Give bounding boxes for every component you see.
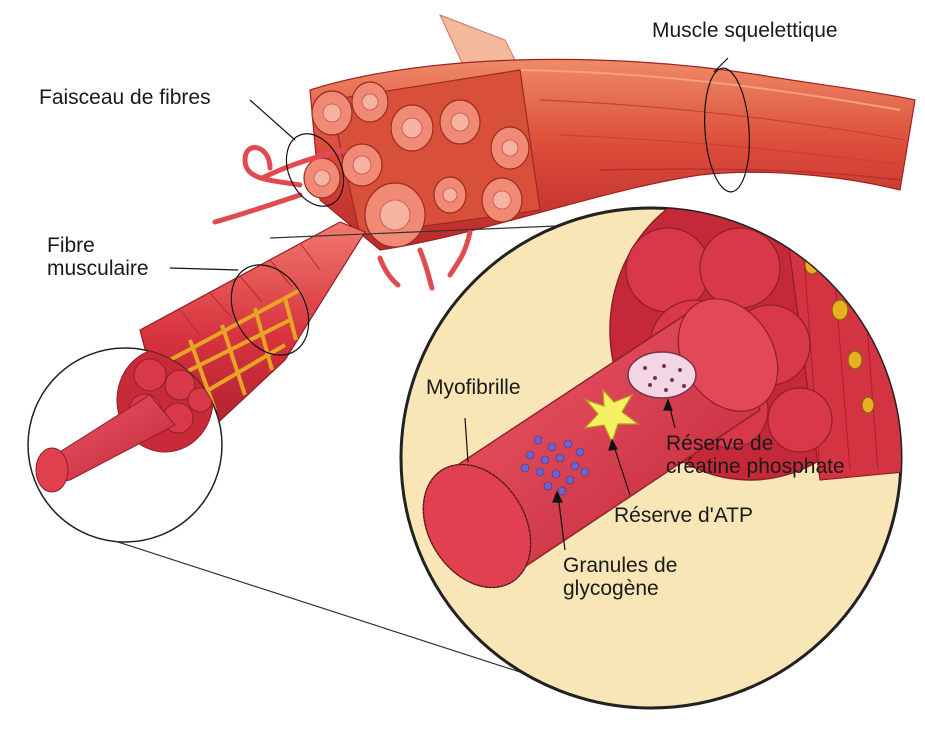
fascicle-bundle — [212, 69, 541, 291]
label-glycogen-granules: Granules de glycogène — [563, 554, 677, 600]
label-glycogen-line2: glycogène — [563, 577, 659, 600]
label-creatine-line1: Réserve de — [666, 432, 774, 455]
zoom-circle — [399, 206, 903, 710]
label-fiber-bundle: Faisceau de fibres — [39, 86, 211, 109]
label-leader-lines — [169, 57, 750, 356]
label-atp-reserve: Réserve d'ATP — [614, 504, 754, 527]
label-creatine-phosphate: Réserve de créatine phosphate — [666, 432, 845, 478]
zoom-connector-lines — [117, 224, 581, 686]
label-muscle-fiber: Fibre musculaire — [47, 234, 149, 280]
label-myofibril: Myofibrille — [426, 376, 521, 399]
label-skeletal-muscle: Muscle squelettique — [652, 19, 838, 42]
label-muscle-fiber-line2: musculaire — [47, 257, 149, 280]
creatine-phosphate-reserve — [627, 351, 697, 399]
label-muscle-fiber-line1: Fibre — [47, 234, 95, 257]
zoom-pointer-lines — [464, 398, 676, 551]
label-creatine-line2: créatine phosphate — [666, 455, 845, 478]
glycogen-granules — [520, 435, 590, 496]
label-glycogen-line1: Granules de — [563, 554, 678, 577]
fiber-cross-section-small — [27, 347, 223, 543]
